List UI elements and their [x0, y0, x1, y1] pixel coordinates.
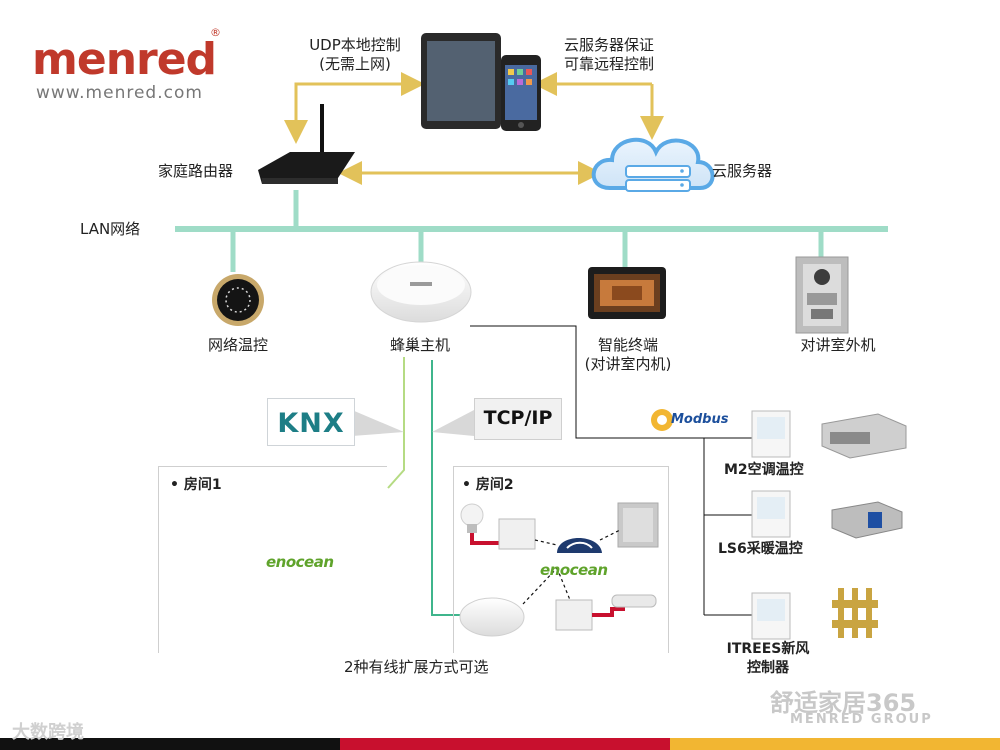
room1-enocean-label: enocean: [266, 553, 334, 571]
ls6-thermostat-label: LS6采暖温控: [718, 541, 803, 557]
tcpip-callout: [432, 410, 474, 436]
footer-bar-dark: [0, 738, 340, 750]
lan-label: LAN网络: [80, 220, 141, 238]
hive-host-device: [370, 261, 472, 323]
registered-mark: ®: [210, 26, 221, 39]
udp-label-line1: UDP本地控制: [309, 36, 401, 54]
tcpip-text: TCP/IP: [483, 407, 553, 429]
smart-terminal-device: [588, 267, 666, 319]
tcpip-cable: [431, 360, 462, 616]
room2-enocean-label: enocean: [540, 561, 608, 579]
thermostat-label: 网络温控: [207, 336, 268, 354]
brand-logo: menred: [32, 34, 217, 85]
itrees-label-line1: ITREES新风: [726, 641, 810, 657]
cloud-server-device: [591, 137, 715, 192]
room1-label-text: 房间1: [183, 477, 222, 493]
knx-text: KNX: [277, 408, 345, 439]
tablet-device: [421, 33, 501, 129]
tcpip-badge: TCP/IP: [474, 398, 562, 440]
footer-bar-red: [340, 738, 670, 750]
terminal-label-line2: (对讲室内机): [584, 355, 672, 373]
room2-label-text: 房间2: [475, 477, 514, 493]
lan-network-line: [175, 190, 888, 272]
network-thermostat-device: [212, 274, 264, 326]
intercom-label: 对讲室外机: [800, 336, 876, 354]
cloud-arrow: [533, 72, 664, 140]
router-label: 家庭路由器: [158, 162, 234, 180]
footer-bar-gold: [670, 738, 1000, 750]
wechat-watermark: 舒适家居365: [770, 689, 917, 717]
phone-device: [501, 55, 541, 131]
website-url: www.menred.com: [36, 83, 203, 103]
cloud-server-label: 云服务器: [712, 162, 773, 180]
modbus-cable: [470, 325, 704, 439]
modbus-logo-text: Modbus: [671, 412, 729, 427]
terminal-label: 智能终端 (对讲室内机): [566, 336, 690, 374]
room1-box: [158, 466, 387, 653]
itrees-controller-label: ITREES新风 控制器: [712, 640, 824, 678]
udp-label-line2: (无需上网): [319, 55, 391, 73]
room2-bullet: •: [462, 477, 471, 493]
router-device: [258, 104, 355, 184]
room1-label: • 房间1: [170, 476, 222, 495]
corner-watermark: 大数跨境: [12, 722, 84, 743]
udp-arrow: [284, 72, 425, 144]
room1-bullet: •: [170, 477, 179, 493]
outdoor-intercom-device: [795, 256, 849, 334]
knx-cable: [387, 357, 405, 489]
knx-callout: [352, 410, 404, 436]
cloud-label-line2: 可靠远程控制: [563, 55, 654, 73]
room2-label: • 房间2: [462, 476, 514, 495]
room2-graphics: [459, 502, 659, 637]
hive-host-label: 蜂巢主机: [389, 336, 450, 354]
wired-expansion-caption: 2种有线扩展方式可选: [344, 658, 489, 676]
terminal-label-line1: 智能终端: [597, 336, 658, 354]
cloud-label-line1: 云服务器保证: [563, 36, 654, 54]
modbus-tree: [651, 409, 907, 640]
m2-thermostat-label: M2空调温控: [724, 462, 804, 478]
company-watermark: MENRED GROUP: [790, 712, 933, 727]
knx-badge: KNX: [267, 398, 355, 446]
itrees-label-line2: 控制器: [747, 660, 789, 676]
room2-box: [453, 466, 669, 653]
udp-label: UDP本地控制 (无需上网): [300, 36, 410, 74]
cloud-guarantee-label: 云服务器保证 可靠远程控制: [554, 36, 664, 74]
